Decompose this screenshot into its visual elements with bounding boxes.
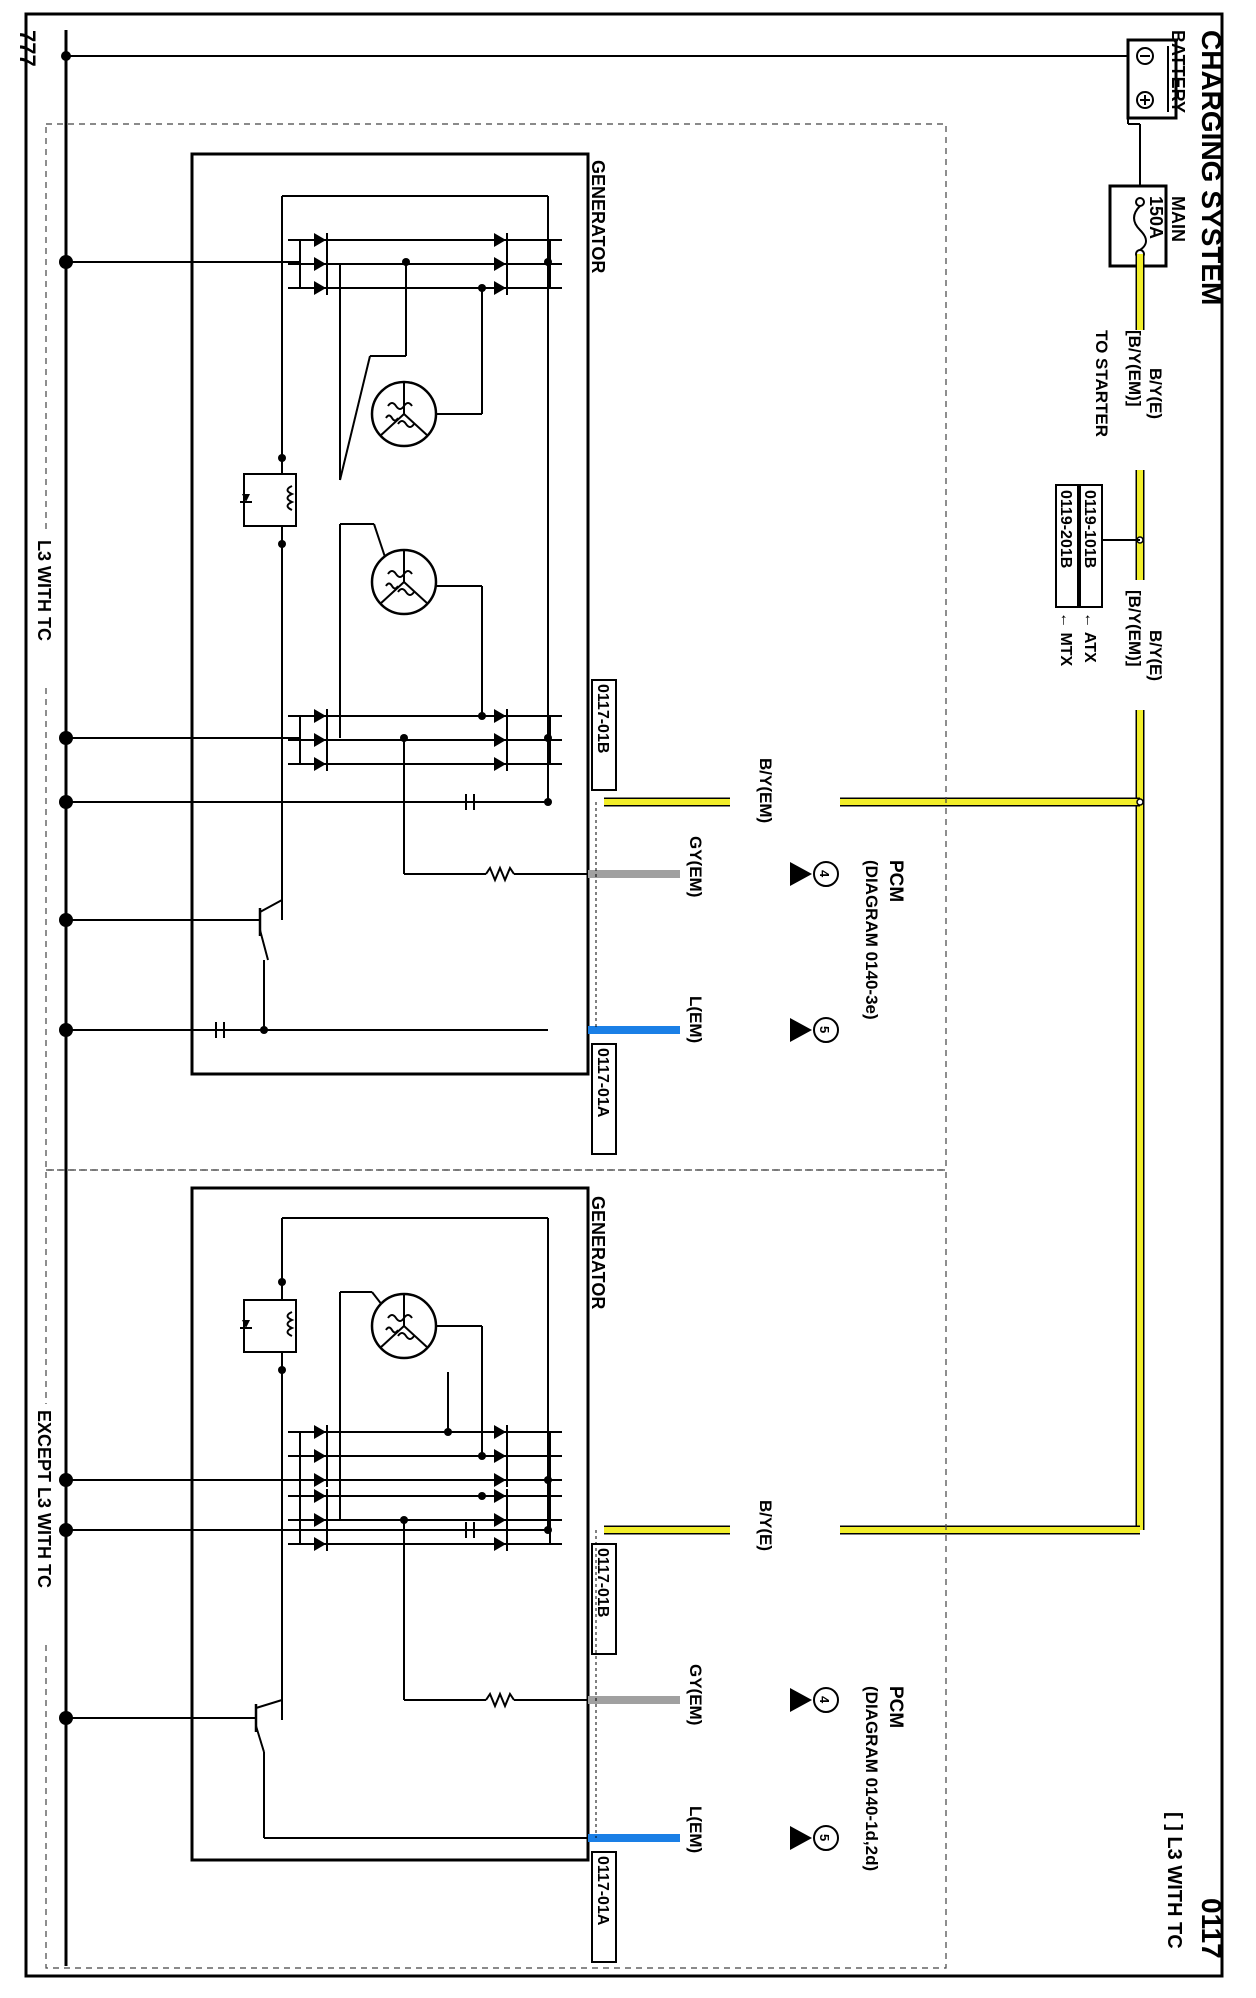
gen1-connector-b-box	[591, 679, 617, 791]
gen1-pin5	[813, 1017, 839, 1043]
gen2-pin5-label: 5	[817, 1834, 832, 1841]
gen2-pin4-arrow	[790, 1688, 812, 1712]
gen2-pin5-arrow	[790, 1826, 812, 1850]
gen2-pin5	[813, 1825, 839, 1851]
gen1-pin5-label: 5	[817, 1026, 832, 1033]
gen1-connector-a: 0117-01A	[594, 1048, 611, 1118]
page-border	[24, 12, 1224, 1978]
gen2-connector-a-box	[591, 1851, 617, 1963]
connector-0119-101b-box	[1079, 484, 1103, 608]
fuse-rating: 150A	[1146, 196, 1166, 239]
gen1-pin4	[813, 861, 839, 887]
to-starter-label: TO STARTER	[1092, 330, 1111, 437]
connector-0119-201b: 0119-201B	[1057, 490, 1074, 568]
gen1-pin4-label: 4	[817, 870, 832, 878]
section-l3-with-tc	[45, 123, 947, 1171]
gen1-wire-gy: GY(EM)	[686, 836, 705, 897]
gen1-wire-b: B/Y(EM)	[756, 758, 775, 823]
page-title: CHARGING SYSTEM	[1196, 30, 1227, 305]
legend-note: [ ] L3 WITH TC	[1163, 1812, 1185, 1949]
gen2-connector-a: 0117-01A	[594, 1856, 611, 1926]
gen2-pcm-ref: (DIAGRAM 0140-1d,2d)	[862, 1686, 881, 1871]
battery	[1126, 38, 1178, 120]
atx-label: ← ATX	[1081, 612, 1098, 663]
gen2-pin4-label: 4	[817, 1696, 832, 1704]
mtx-label: ← MTX	[1057, 612, 1074, 667]
gen1-pin5-arrow	[790, 1018, 812, 1042]
page-number: 0117	[1196, 1898, 1227, 1959]
wire-by-left: B/Y(E)	[1146, 368, 1165, 419]
gen2-wire-gy: GY(EM)	[686, 1664, 705, 1725]
gen2-connector-b: 0117-01B	[594, 1548, 611, 1617]
section-except-label: EXCEPT L3 WITH TC	[34, 1410, 54, 1588]
generator-1-label: GENERATOR	[588, 160, 608, 273]
gen2-pcm-label: PCM	[885, 1686, 906, 1728]
generator-2-label: GENERATOR	[588, 1196, 608, 1309]
battery-label: BATTERY	[1168, 30, 1188, 113]
gen2-wire-l: L(EM)	[686, 1806, 705, 1853]
wire-byem-right: [B/Y(EM)]	[1125, 590, 1144, 666]
connector-0119-101b: 0119-101B	[1081, 490, 1098, 568]
gen1-pcm-ref: (DIAGRAM 0140-3e)	[862, 860, 881, 1020]
gen2-wire-b: B/Y(E)	[756, 1500, 775, 1551]
wire-by-right: B/Y(E)	[1146, 630, 1165, 681]
section-l3-label: L3 WITH TC	[34, 540, 54, 641]
section-except-l3-with-tc	[45, 1169, 947, 1969]
fuse-label: MAIN	[1168, 196, 1188, 242]
gen1-wire-l: L(EM)	[686, 996, 705, 1043]
generator-1	[59, 152, 590, 1076]
connector-0119-201b-box	[1055, 484, 1079, 608]
ground-label: 777	[15, 30, 40, 67]
generator-2	[59, 1186, 590, 1862]
wire-byem-left: [B/Y(EM)]	[1125, 330, 1144, 406]
gen1-connector-b: 0117-01B	[594, 684, 611, 753]
gen1-connector-a-box	[591, 1043, 617, 1155]
gen1-pcm-label: PCM	[885, 860, 906, 902]
gen2-pin4	[813, 1687, 839, 1713]
gen1-pin4-arrow	[790, 862, 812, 886]
